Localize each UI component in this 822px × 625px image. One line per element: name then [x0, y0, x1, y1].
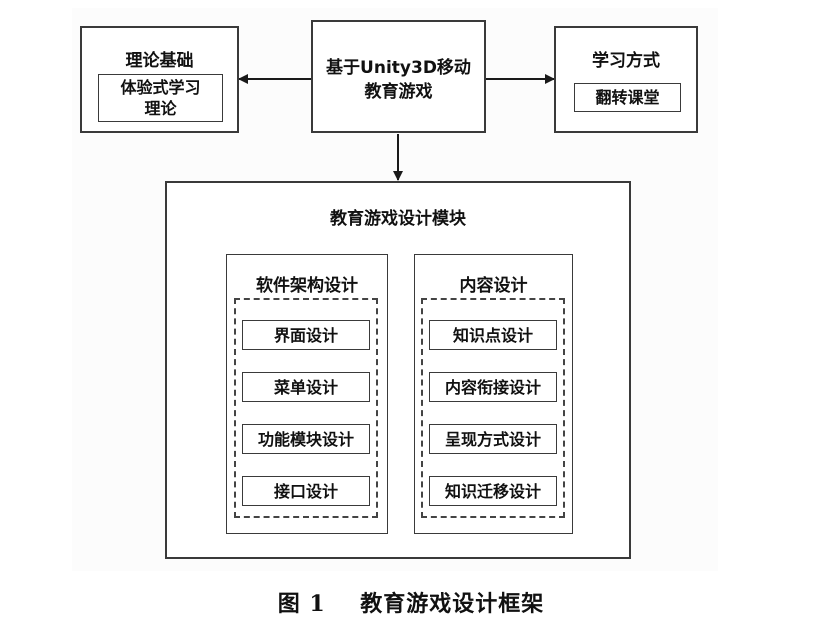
module-title: 教育游戏设计模块 — [330, 209, 466, 229]
software-item-label: 功能模块设计 — [257, 429, 354, 449]
content-item: 呈现方式设计 — [429, 424, 557, 454]
theory-basis-box: 理论基础 体验式学习 理论 — [80, 26, 239, 133]
figure-title: 教育游戏设计框架 — [360, 591, 545, 617]
figure-caption: 图 1 教育游戏设计框架 — [0, 586, 822, 618]
learning-method-title: 学习方式 — [592, 51, 660, 71]
software-architecture-box: 软件架构设计 界面设计 菜单设计 功能模块设计 接口设计 — [226, 254, 388, 534]
software-architecture-title: 软件架构设计 — [256, 276, 358, 296]
software-item-label: 界面设计 — [273, 325, 338, 345]
software-item-label: 接口设计 — [273, 481, 338, 501]
content-item-label: 知识点设计 — [452, 325, 533, 345]
software-item: 菜单设计 — [242, 372, 370, 402]
software-item: 界面设计 — [242, 320, 370, 350]
flipped-classroom-label: 翻转课堂 — [595, 88, 660, 107]
content-items-group: 知识点设计 内容衔接设计 呈现方式设计 知识迁移设计 — [421, 298, 565, 518]
center-line2: 教育游戏 — [364, 82, 433, 102]
experiential-learning-theory-box: 体验式学习 理论 — [98, 74, 223, 122]
learning-method-box: 学习方式 翻转课堂 — [554, 26, 698, 133]
content-design-title: 内容设计 — [459, 276, 528, 296]
content-item-label: 内容衔接设计 — [444, 377, 541, 397]
unity3d-mobile-game-box: 基于Unity3D移动 教育游戏 — [311, 20, 486, 133]
software-items-group: 界面设计 菜单设计 功能模块设计 接口设计 — [234, 298, 378, 518]
content-item: 知识迁移设计 — [429, 476, 557, 506]
content-item: 内容衔接设计 — [429, 372, 557, 402]
software-item: 接口设计 — [242, 476, 370, 506]
center-line1: 基于Unity3D移动 — [326, 58, 471, 78]
game-design-module-box: 教育游戏设计模块 软件架构设计 界面设计 菜单设计 功能模块设计 接口设计 内容… — [165, 181, 631, 559]
theory-inner-line1: 体验式学习 — [120, 78, 201, 97]
flipped-classroom-box: 翻转课堂 — [574, 83, 681, 112]
theory-basis-title: 理论基础 — [125, 51, 194, 71]
content-design-box: 内容设计 知识点设计 内容衔接设计 呈现方式设计 知识迁移设计 — [414, 254, 573, 534]
content-item: 知识点设计 — [429, 320, 557, 350]
content-item-label: 呈现方式设计 — [444, 429, 541, 449]
software-item: 功能模块设计 — [242, 424, 370, 454]
theory-inner-line2: 理论 — [144, 99, 177, 118]
software-item-label: 菜单设计 — [273, 377, 338, 397]
figure-number: 图 1 — [277, 591, 326, 617]
content-item-label: 知识迁移设计 — [444, 481, 541, 501]
